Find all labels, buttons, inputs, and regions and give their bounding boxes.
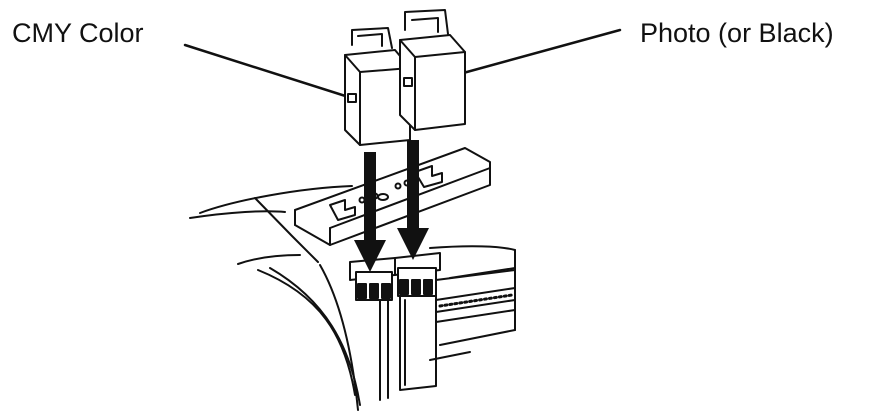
carriage-plate [294, 147, 491, 246]
down-arrow-icon [354, 152, 386, 272]
leader-line-right [443, 28, 622, 80]
label-photo-or-black: Photo (or Black) [640, 18, 834, 48]
down-arrow-icon [397, 140, 429, 260]
carriage-rail [435, 269, 516, 323]
photo-black-cartridge [399, 9, 466, 131]
printer-body [189, 185, 516, 411]
label-cmy-color: CMY Color [12, 18, 144, 48]
carriage-slots [349, 252, 441, 401]
leader-line-left [183, 43, 360, 102]
insert-arrows [354, 140, 429, 272]
